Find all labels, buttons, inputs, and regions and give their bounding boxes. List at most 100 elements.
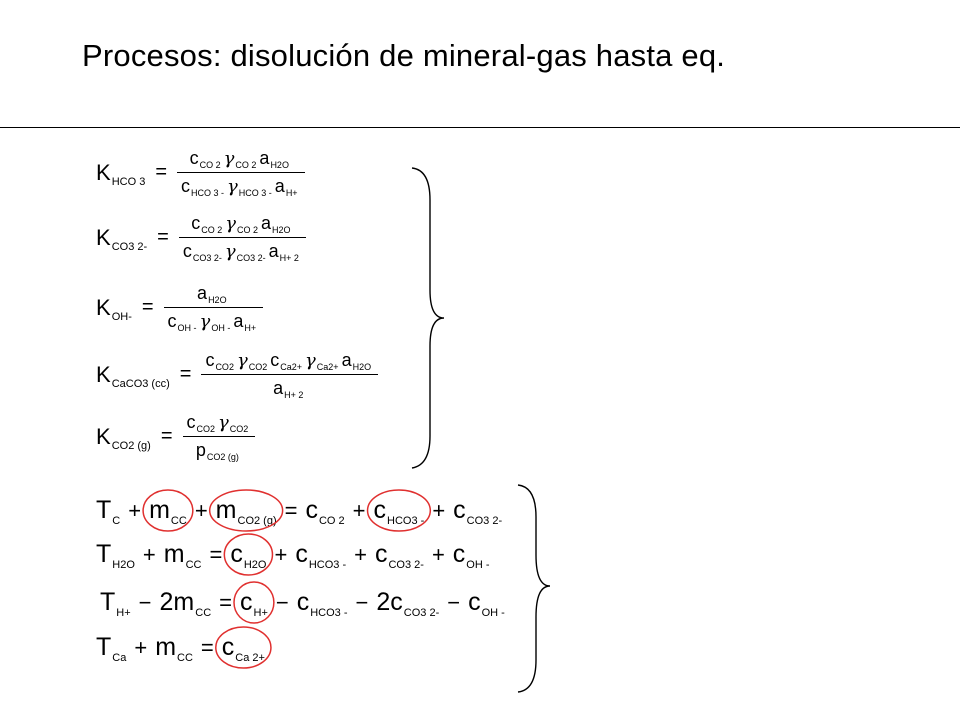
term-symbol: T bbox=[96, 496, 112, 524]
term-symbol: a bbox=[273, 378, 284, 398]
fraction-bar bbox=[178, 237, 306, 238]
term-subscript: H+ bbox=[285, 188, 298, 198]
k-subscript: CO2 (g) bbox=[111, 439, 151, 452]
k-subscript: OH- bbox=[111, 310, 132, 323]
term-symbol: T bbox=[96, 540, 112, 568]
term-subscript: OH - bbox=[481, 607, 505, 619]
term-subscript: HCO3 - bbox=[387, 515, 425, 527]
term-subscript: CO 2 bbox=[199, 160, 221, 170]
equals-sign: = bbox=[155, 161, 167, 183]
term-symbol: m bbox=[155, 633, 177, 661]
term-subscript: CO3 2- bbox=[466, 515, 503, 527]
term-symbol: m bbox=[215, 496, 237, 524]
operator: − bbox=[447, 590, 461, 615]
term-subscript: CO3 2- bbox=[236, 253, 266, 263]
term-subscript: OH - bbox=[466, 559, 490, 571]
operator: + bbox=[194, 498, 208, 523]
term-subscript: Ca bbox=[112, 652, 127, 664]
term-subscript: HCO 3 - bbox=[191, 188, 225, 198]
k-letter: K bbox=[96, 159, 111, 185]
term-symbol: c bbox=[305, 496, 318, 524]
fraction-bar bbox=[163, 307, 264, 308]
term-symbol: c bbox=[374, 540, 388, 568]
term-subscript: CC bbox=[170, 515, 187, 527]
term-subscript: H2O bbox=[272, 225, 291, 235]
fraction-bar bbox=[177, 172, 305, 173]
term-subscript: HCO 3 - bbox=[238, 188, 272, 198]
slide-title: Procesos: disolución de mineral-gas hast… bbox=[82, 38, 726, 73]
term-subscript: CO2 (g) bbox=[237, 515, 277, 527]
term-symbol: c bbox=[189, 148, 199, 168]
term-subscript: Ca 2+ bbox=[235, 652, 265, 664]
operator: − bbox=[275, 590, 289, 615]
term-symbol: T bbox=[100, 588, 116, 616]
term-symbol: γ bbox=[236, 350, 248, 371]
unknown-highlight-circle bbox=[142, 489, 194, 532]
term-subscript: H+ 2 bbox=[279, 253, 299, 263]
term-subscript: CO3 2- bbox=[403, 607, 440, 619]
equals-sign: = bbox=[141, 296, 154, 318]
k-subscript: CO3 2- bbox=[111, 240, 148, 253]
term-symbol: a bbox=[259, 148, 270, 168]
term-symbol: γ bbox=[199, 311, 211, 332]
term-subscript: CC bbox=[185, 559, 202, 571]
operator: + bbox=[128, 498, 142, 523]
operator: + bbox=[431, 542, 445, 567]
term-symbol: c bbox=[167, 311, 177, 331]
term-symbol: c bbox=[453, 496, 466, 524]
term-symbol: γ bbox=[224, 241, 236, 262]
equals-sign: = bbox=[219, 590, 232, 615]
term-subscript: C bbox=[112, 515, 121, 527]
term-symbol: c bbox=[270, 350, 280, 370]
operator: − bbox=[355, 590, 369, 615]
term-subscript: CO 2 bbox=[201, 225, 223, 235]
term-symbol: c bbox=[240, 588, 253, 616]
equals-sign: = bbox=[284, 498, 298, 523]
term-symbol: a bbox=[341, 350, 352, 370]
operator: + bbox=[354, 542, 367, 567]
fraction-bar bbox=[182, 436, 256, 437]
title-divider bbox=[0, 127, 960, 128]
term-symbol: c bbox=[373, 496, 387, 524]
term-subscript: H+ bbox=[116, 607, 131, 619]
term-subscript: H2O bbox=[208, 295, 227, 305]
